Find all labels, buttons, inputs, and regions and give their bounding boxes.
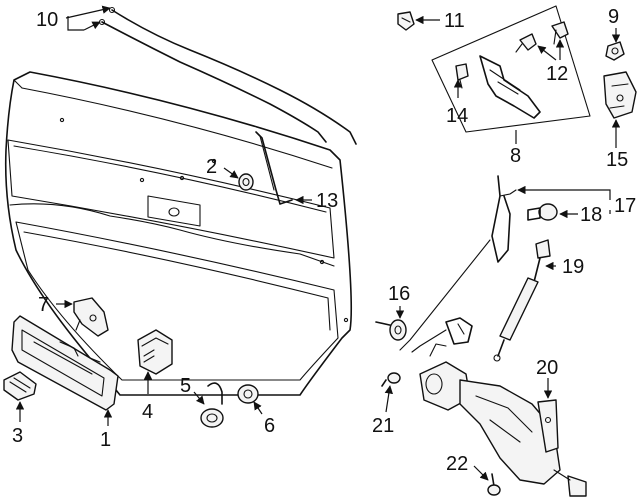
shoulder-bolt	[527, 203, 558, 221]
rod-bushing	[238, 173, 254, 191]
callout-labels: 10 11 9 12 14 8 15 2 13 17 18 19 16 7 20…	[12, 6, 636, 475]
callout-15: 15	[606, 149, 628, 171]
callout-10: 10	[36, 9, 58, 31]
callout-8: 8	[510, 145, 521, 167]
release-cables	[98, 6, 357, 145]
pivot-bolt	[375, 319, 407, 341]
latch-assembly-box	[431, 5, 591, 133]
callout-7: 7	[38, 294, 49, 316]
lamp-socket	[200, 382, 224, 428]
hinge-cover	[137, 329, 173, 375]
callout-6: 6	[264, 415, 275, 437]
callout-5: 5	[180, 375, 191, 397]
striker	[603, 71, 637, 119]
callout-21: 21	[372, 415, 394, 437]
tailgate-actuator	[419, 343, 587, 497]
handle-switch	[73, 297, 109, 337]
pivot-bushing	[237, 384, 259, 404]
callout-12: 12	[546, 63, 568, 85]
callout-3: 3	[12, 425, 23, 447]
tailgate-panel	[4, 71, 353, 396]
callout-14: 14	[446, 105, 468, 127]
callout-19: 19	[562, 256, 584, 278]
bumper-pad	[3, 371, 37, 401]
callout-17: 17	[614, 195, 636, 217]
mounting-bolt	[487, 473, 501, 496]
retainer-clip	[397, 11, 415, 31]
callout-20: 20	[536, 357, 558, 379]
latch-rod	[255, 131, 293, 205]
callout-13: 13	[316, 190, 338, 212]
callout-2: 2	[206, 156, 217, 178]
callout-4: 4	[142, 401, 153, 423]
gas-strut	[493, 239, 551, 362]
callout-1: 1	[100, 429, 111, 451]
callout-22: 22	[446, 453, 468, 475]
tailgate-handle	[11, 315, 119, 411]
callout-11: 11	[444, 10, 465, 32]
support-cable	[399, 175, 517, 353]
callout-leaders	[15, 5, 621, 481]
callout-9: 9	[608, 6, 619, 28]
callout-16: 16	[388, 283, 410, 305]
callout-18: 18	[580, 204, 602, 226]
screw	[381, 372, 401, 387]
nut	[605, 41, 625, 61]
